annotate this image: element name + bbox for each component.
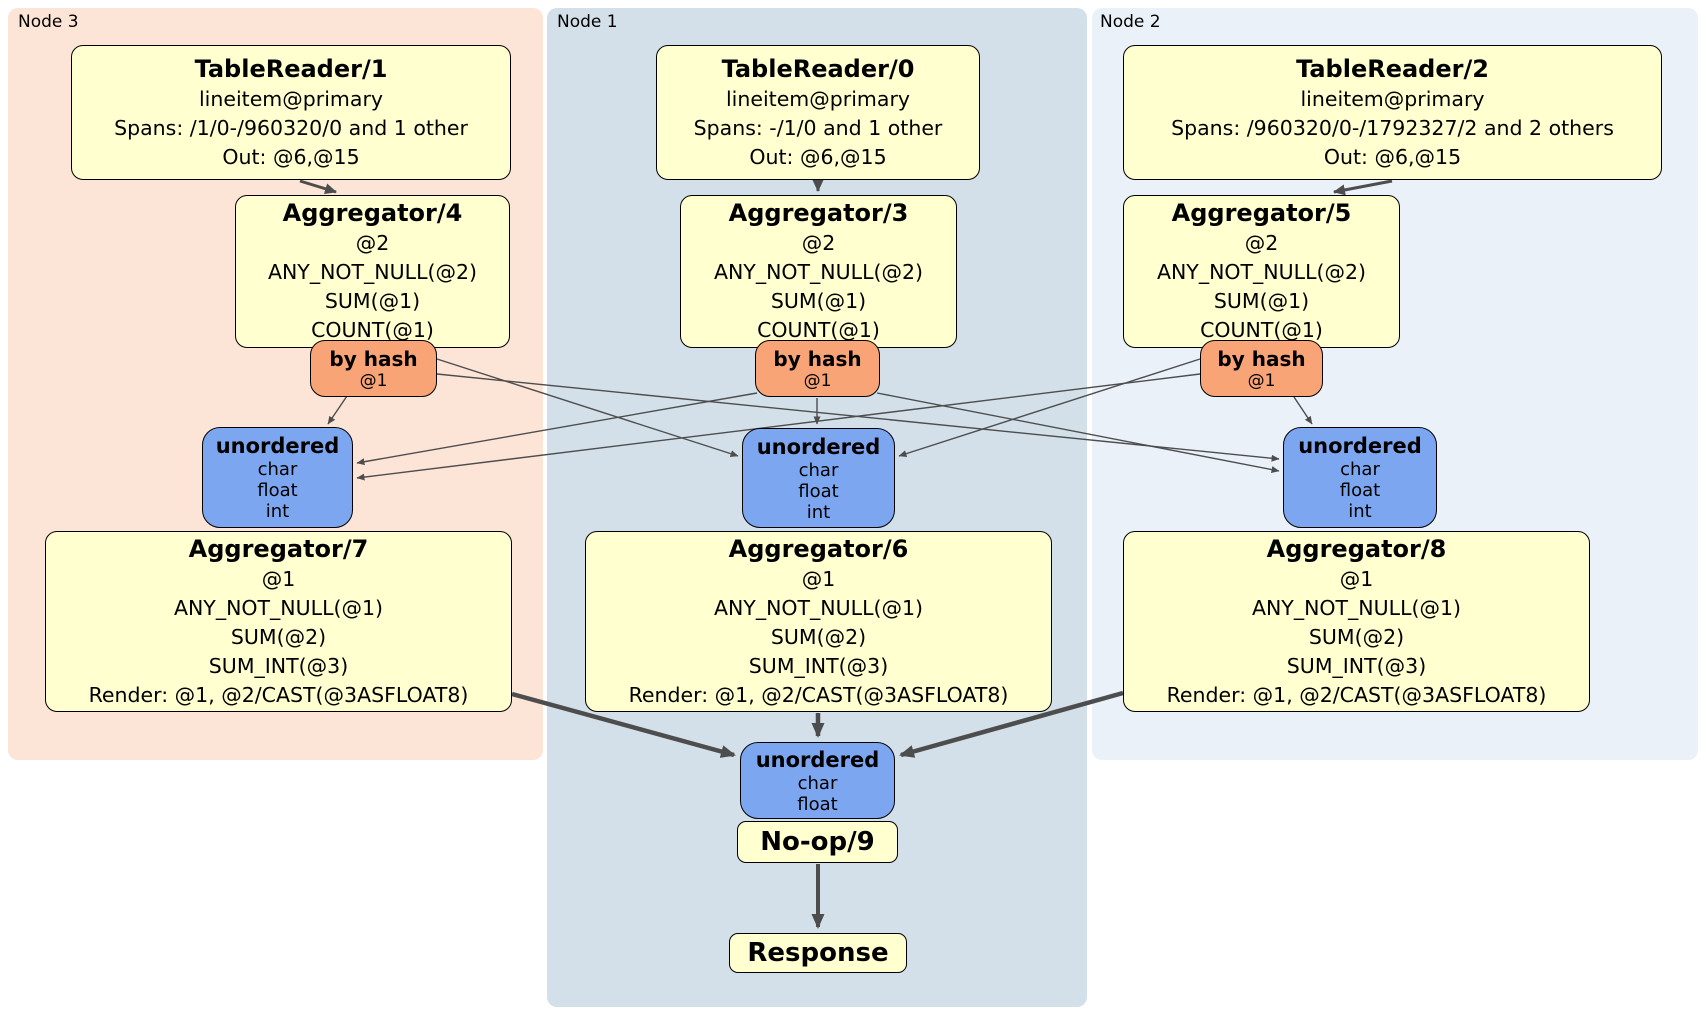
router-by-hash-node2-details: @1	[1247, 370, 1276, 391]
sync-unordered-node2-details: char float int	[1339, 459, 1381, 522]
aggregator-5-title: Aggregator/5	[1171, 199, 1352, 227]
router-by-hash-node3-details: @1	[359, 370, 388, 391]
sync-unordered-node3: unordered char float int	[202, 427, 353, 528]
router-by-hash-node1-details: @1	[803, 370, 832, 391]
sync-unordered-node3-title: unordered	[215, 434, 340, 458]
aggregator-3-details: @2 ANY_NOT_NULL(@2) SUM(@1) COUNT(@1)	[713, 231, 924, 342]
sync-unordered-node2-title: unordered	[1298, 434, 1422, 458]
edge-tablereader1-aggregator4	[299, 179, 337, 195]
router-by-hash-node1-title: by hash	[773, 346, 862, 371]
sync-unordered-node1-details: char float int	[798, 459, 839, 523]
sync-unordered-node1-title: unordered	[756, 434, 881, 459]
tablereader-0: TableReader/0 lineitem@primary Spans: -/…	[656, 45, 980, 180]
aggregator-7: Aggregator/7 @1 ANY_NOT_NULL(@1) SUM(@2)…	[45, 531, 512, 712]
node2-label: Node 2	[1100, 12, 1161, 32]
edge-byhash2-unordered2	[1293, 396, 1313, 425]
edge-aggregator7-final-unordered	[511, 691, 736, 758]
tablereader-2-details: lineitem@primary Spans: /960320/0-/17923…	[1171, 86, 1614, 169]
router-by-hash-node2: by hash @1	[1200, 340, 1323, 397]
aggregator-4: Aggregator/4 @2 ANY_NOT_NULL(@2) SUM(@1)…	[235, 195, 510, 348]
aggregator-4-title: Aggregator/4	[282, 199, 463, 227]
tablereader-1: TableReader/1 lineitem@primary Spans: /1…	[71, 45, 511, 180]
response-title: Response	[747, 938, 889, 968]
edge-byhash1-unordered3	[356, 392, 758, 466]
router-by-hash-node2-title: by hash	[1217, 346, 1306, 371]
aggregator-8-title: Aggregator/8	[1266, 534, 1447, 563]
router-by-hash-node3: by hash @1	[310, 340, 437, 397]
edge-byhash1-unordered2	[876, 392, 1280, 474]
edge-byhash2-unordered3	[356, 373, 1201, 481]
edge-aggregator8-final-unordered	[899, 690, 1124, 758]
edge-byhash3-unordered1	[436, 358, 739, 458]
router-by-hash-node1: by hash @1	[755, 340, 880, 397]
aggregator-3-title: Aggregator/3	[728, 199, 909, 227]
sync-unordered-node3-details: char float int	[257, 459, 298, 522]
aggregator-4-details: @2 ANY_NOT_NULL(@2) SUM(@1) COUNT(@1)	[267, 231, 478, 342]
final-unordered-sync-title: unordered	[755, 747, 880, 772]
aggregator-7-title: Aggregator/7	[188, 534, 369, 563]
edge-tablereader2-aggregator5	[1333, 179, 1393, 196]
aggregator-6-title: Aggregator/6	[728, 534, 909, 563]
aggregator-6-details: @1 ANY_NOT_NULL(@1) SUM(@2) SUM_INT(@3) …	[628, 566, 1009, 707]
aggregator-3: Aggregator/3 @2 ANY_NOT_NULL(@2) SUM(@1)…	[680, 195, 957, 348]
node1-label: Node 1	[557, 12, 618, 32]
edge-byhash3-unordered3	[327, 395, 348, 425]
final-unordered-sync: unordered char float	[740, 742, 895, 819]
tablereader-0-title: TableReader/0	[721, 54, 915, 83]
aggregator-7-details: @1 ANY_NOT_NULL(@1) SUM(@2) SUM_INT(@3) …	[88, 566, 469, 707]
sync-unordered-node1: unordered char float int	[742, 428, 895, 528]
node3-label: Node 3	[18, 12, 79, 32]
tablereader-2: TableReader/2 lineitem@primary Spans: /9…	[1123, 45, 1662, 180]
final-unordered-sync-details: char float	[797, 772, 838, 815]
tablereader-0-details: lineitem@primary Spans: -/1/0 and 1 othe…	[693, 86, 943, 169]
noop-9-title: No-op/9	[760, 827, 875, 857]
edge-byhash2-unordered1	[898, 358, 1201, 458]
aggregator-8-details: @1 ANY_NOT_NULL(@1) SUM(@2) SUM_INT(@3) …	[1166, 566, 1547, 707]
tablereader-1-details: lineitem@primary Spans: /1/0-/960320/0 a…	[114, 86, 468, 169]
router-by-hash-node3-title: by hash	[329, 346, 418, 371]
aggregator-5-details: @2 ANY_NOT_NULL(@2) SUM(@1) COUNT(@1)	[1156, 231, 1367, 342]
sync-unordered-node2: unordered char float int	[1283, 427, 1437, 528]
aggregator-8: Aggregator/8 @1 ANY_NOT_NULL(@1) SUM(@2)…	[1123, 531, 1590, 712]
tablereader-2-title: TableReader/2	[1296, 54, 1489, 83]
tablereader-1-title: TableReader/1	[194, 54, 388, 83]
noop-9: No-op/9	[737, 821, 898, 863]
aggregator-6: Aggregator/6 @1 ANY_NOT_NULL(@1) SUM(@2)…	[585, 531, 1052, 712]
response: Response	[729, 933, 907, 973]
aggregator-5: Aggregator/5 @2 ANY_NOT_NULL(@2) SUM(@1)…	[1123, 195, 1400, 348]
